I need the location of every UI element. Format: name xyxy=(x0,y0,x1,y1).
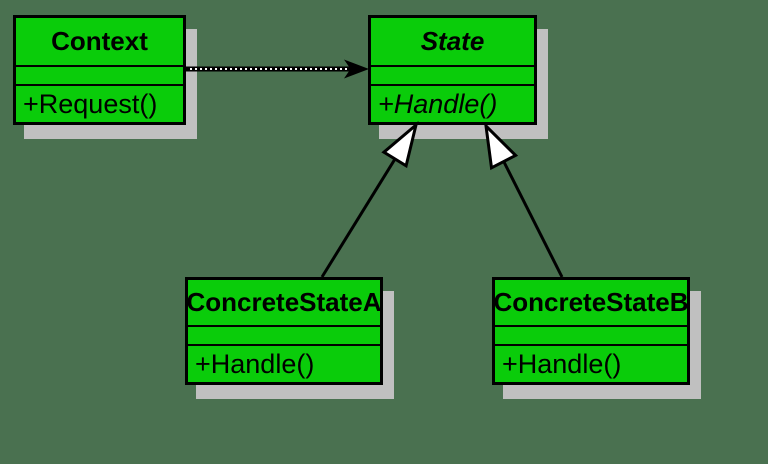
class-box-concrete-state-b: ConcreteStateB +Handle() xyxy=(492,277,690,385)
class-name-concrete-state-a: ConcreteStateA xyxy=(186,280,382,327)
class-methods-concrete-state-b: +Handle() xyxy=(495,346,687,382)
generalization-line-b xyxy=(502,161,564,278)
class-box-state: State +Handle() xyxy=(368,15,537,125)
class-attributes-concrete-state-b xyxy=(495,327,687,346)
method-label-request: +Request() xyxy=(23,88,158,119)
generalization-triangle-b-icon xyxy=(483,121,519,171)
class-name-state: State xyxy=(371,18,534,67)
class-methods-context: +Request() xyxy=(16,86,183,122)
method-label-state-handle: +Handle() xyxy=(378,88,498,119)
generalization-concrete-b-to-state xyxy=(483,121,564,278)
generalization-triangle-a-icon xyxy=(381,120,419,169)
class-attributes-state xyxy=(371,67,534,86)
class-box-context: Context +Request() xyxy=(13,15,186,125)
class-methods-concrete-state-a: +Handle() xyxy=(188,346,380,382)
class-name-context: Context xyxy=(16,18,183,67)
class-attributes-concrete-state-a xyxy=(188,327,380,346)
class-name-concrete-state-b: ConcreteStateB xyxy=(493,280,689,327)
class-box-concrete-state-a: ConcreteStateA +Handle() xyxy=(185,277,383,385)
generalization-concrete-a-to-state xyxy=(320,120,419,278)
class-attributes-context xyxy=(16,67,183,86)
association-context-to-state xyxy=(186,59,369,79)
association-arrowhead-icon xyxy=(344,59,369,79)
generalization-line-a xyxy=(320,158,397,278)
class-methods-state: +Handle() xyxy=(371,86,534,122)
method-label-concrete-b-handle: +Handle() xyxy=(502,348,622,379)
method-label-concrete-a-handle: +Handle() xyxy=(195,348,315,379)
